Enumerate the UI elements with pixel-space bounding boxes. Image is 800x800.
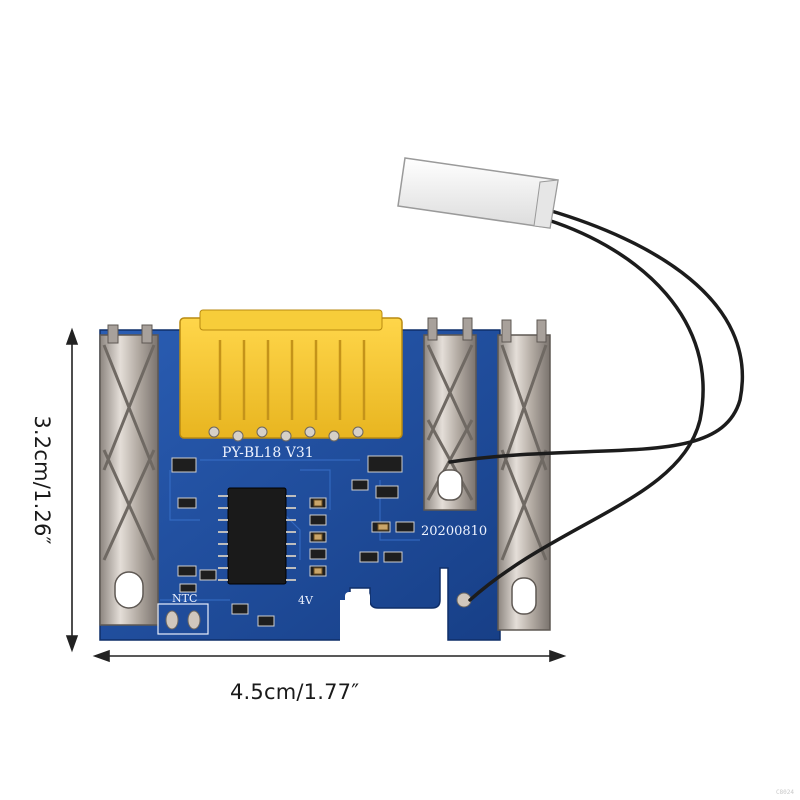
thermistor-wire [448,208,744,602]
ntc-pads [157,603,209,635]
white-plug-connector [397,157,559,229]
main-ic-chip [218,487,296,585]
capacitors [313,499,389,575]
left-contact-terminal [99,324,159,626]
middle-contact-terminal [423,317,477,511]
watermark: C8024 [775,789,794,796]
voltage-label: 4V [298,594,314,607]
ntc-label: NTC [172,592,197,605]
model-marking: PY-BL18 V31 [222,445,314,461]
width-dimension-label: 4.5cm/1.77″ [230,680,360,704]
pcb-traces [160,459,420,601]
right-contact-terminal [497,319,551,631]
yellow-connector [179,309,403,442]
height-dimension-label: 3.2cm/1.26″ [30,415,54,545]
height-dimension-line [65,327,79,653]
width-dimension-line [92,649,567,663]
date-code: 20200810 [421,524,487,539]
